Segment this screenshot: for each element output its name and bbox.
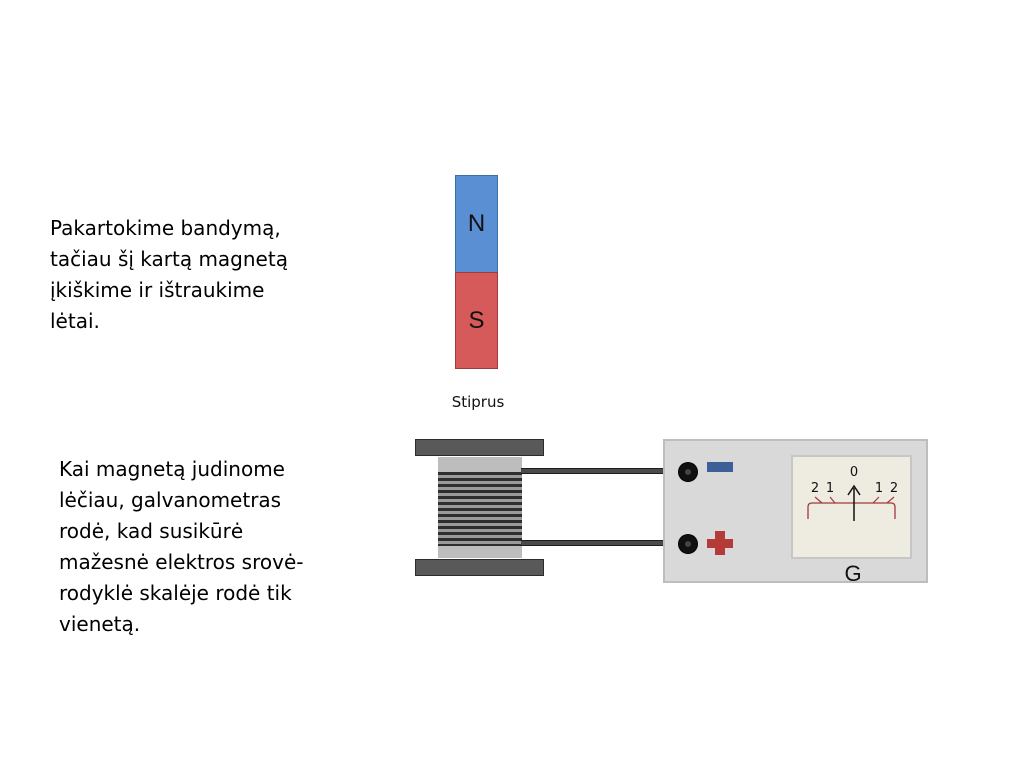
positive-terminal [679,535,697,553]
coil-top-flange [415,439,544,456]
tick-right-1 [872,496,880,504]
bar-magnet: N S [455,175,498,369]
magnet-caption: Stiprus [451,393,505,411]
wire-bottom [521,540,688,546]
meter-needle [847,484,861,521]
south-pole-label: S [468,306,485,334]
magnet-south-pole: S [455,272,498,369]
plus-icon [707,531,733,555]
tick-left-2 [814,496,823,504]
meter-face [791,455,912,559]
galvanometer-label: G [844,561,862,586]
meter-scale: 0 2 1 1 2 [807,465,898,521]
scale-zero: 0 [850,465,858,480]
intro-text: Pakartokime bandymą, tačiau šį kartą mag… [50,216,288,333]
wire-top [521,468,688,474]
explanation-text: Kai magnetą judinome lėčiau, galvanometr… [59,457,304,636]
tick-right-2 [886,496,895,504]
magnet-north-pole: N [455,175,498,273]
scale-right-2: 2 [890,481,898,496]
scale-left-1: 1 [826,481,834,496]
coil-bottom-flange [415,559,544,576]
tick-left-1 [829,496,836,504]
coil-winding [438,472,522,546]
scale-arc [807,502,896,519]
scale-left-2: 2 [811,481,819,496]
scale-right-1: 1 [875,481,883,496]
north-pole-label: N [467,210,486,237]
minus-icon [707,462,733,472]
negative-terminal [679,463,697,481]
